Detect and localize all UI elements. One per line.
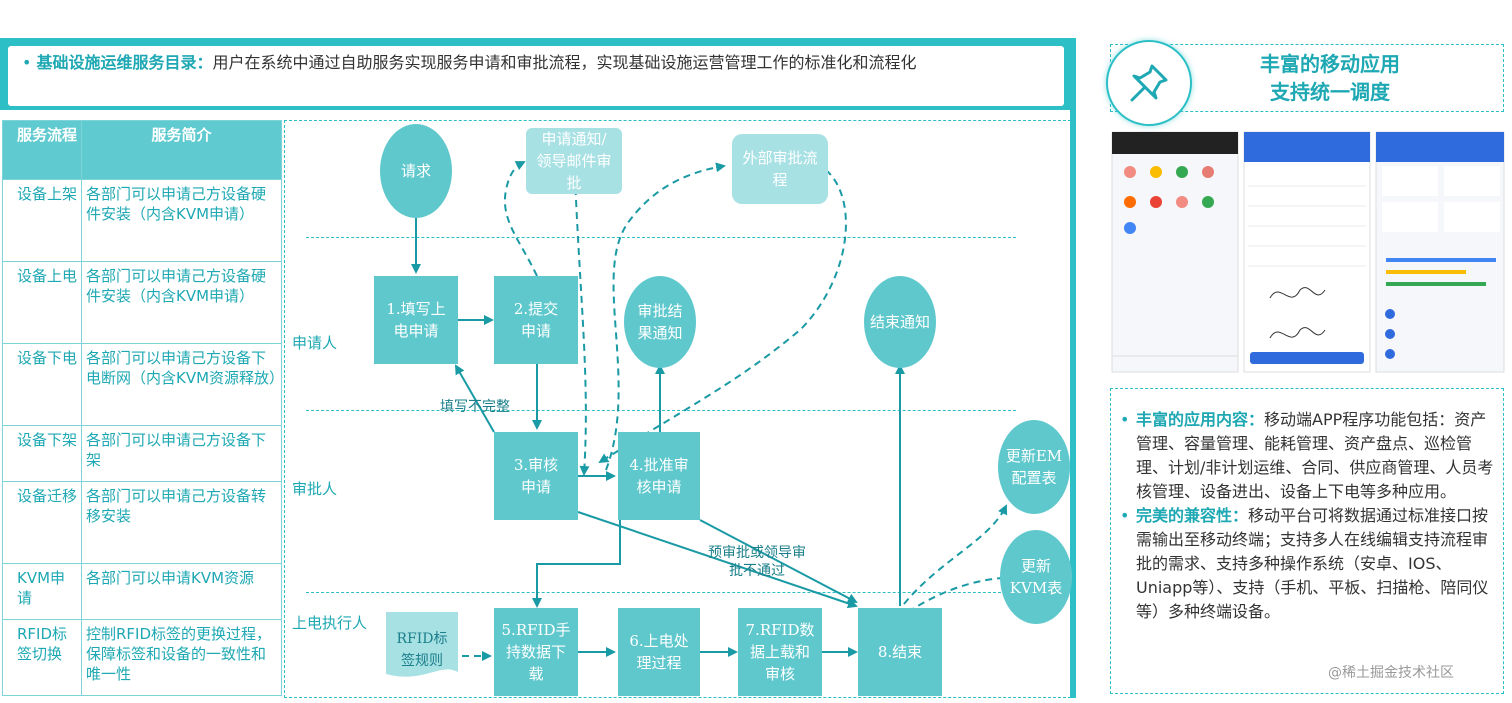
list-item: • 完美的兼容性：移动平台可将数据通过标准接口按需输出至移动终端；支持多人在线编… — [1120, 504, 1498, 624]
table-row: 设备上架各部门可以申请己方设备硬件安装（内含KVM申请） — [2, 179, 282, 262]
node-update-kvm: 更新KVM表 — [1000, 530, 1072, 624]
edge-notify-step3 — [574, 175, 590, 476]
edge-step4-step5 — [532, 520, 621, 608]
frame-edge — [1070, 38, 1076, 698]
node-approval-notice: 审批结果通知 — [624, 276, 696, 368]
list-item: • 丰富的应用内容：移动端APP程序功能包括：资产管理、容量管理、能耗管理、资产… — [1120, 408, 1498, 504]
row-name: 设备上电 — [2, 261, 82, 344]
intro-title: 基础设施运维服务目录： — [36, 53, 213, 72]
feature-text: 移动端APP程序功能包括：资产管理、容量管理、能耗管理、资产盘点、巡检管理、计划… — [1136, 410, 1494, 501]
lane-approver: 审批人 — [292, 480, 338, 498]
bullet-dot: • — [22, 53, 32, 72]
edge-step8-kvm — [907, 572, 1032, 613]
mobile-title-line2: 支持统一调度 — [1270, 80, 1390, 104]
node-end-notice: 结束通知 — [864, 276, 936, 368]
edge-step3-external — [605, 162, 726, 471]
lane-executor: 上电执行人 — [292, 614, 368, 632]
edge-step3-step8 — [577, 511, 858, 609]
edge-step8-em — [903, 504, 1008, 605]
flow-diagram-frame — [284, 120, 1076, 698]
edge-step3-step1 — [455, 364, 495, 433]
row-desc: 控制RFID标签的更换过程，保障标签和设备的一致性和唯一性 — [81, 619, 282, 696]
node-step7: 7.RFID数据上载和审核 — [738, 608, 822, 696]
lane-applicant: 申请人 — [292, 334, 338, 352]
table-row: 设备上电各部门可以申请己方设备硬件安装（内含KVM申请） — [2, 261, 282, 344]
table-row: RFID标签切换控制RFID标签的更换过程，保障标签和设备的一致性和唯一性 — [2, 619, 282, 696]
node-step6: 6.上电处理过程 — [618, 608, 700, 696]
feature-text: 移动平台可将数据通过标准接口按需输出至移动终端；支持多人在线编辑支持流程审批的需… — [1136, 506, 1489, 621]
row-desc: 各部门可以申请己方设备下电断网（内含KVM资源释放） — [81, 343, 284, 426]
node-request: 请求 — [380, 124, 452, 218]
service-table: 服务流程 服务简介 设备上架各部门可以申请己方设备硬件安装（内含KVM申请） 设… — [2, 120, 284, 696]
row-name: RFID标签切换 — [2, 619, 82, 696]
row-desc: 各部门可以申请己方设备下架 — [81, 425, 282, 482]
row-desc: 各部门可以申请己方设备硬件安装（内含KVM申请） — [81, 261, 282, 344]
edge-step4-step8 — [699, 519, 858, 603]
edge-label-rejected: 预审批或领导审批不通过 — [708, 545, 806, 579]
intro-box — [8, 46, 1064, 106]
node-step2: 2.提交申请 — [494, 276, 578, 364]
row-desc: 各部门可以申请己方设备硬件安装（内含KVM申请） — [81, 179, 282, 262]
bullet-dot: • — [1120, 506, 1130, 525]
pin-badge — [1106, 40, 1192, 126]
document-shape — [386, 612, 458, 677]
mobile-app-screenshots — [1111, 131, 1505, 373]
node-notify-mail: 申请通知/领导邮件审批 — [526, 128, 622, 194]
feature-title: 丰富的应用内容： — [1136, 410, 1265, 429]
lane-divider — [306, 237, 1016, 238]
node-update-em: 更新EM配置表 — [998, 420, 1070, 514]
node-step1: 1.填写上电申请 — [374, 276, 458, 364]
edge-label-incomplete: 填写不完整 — [440, 399, 510, 415]
row-name: KVM申请 — [2, 563, 82, 620]
table-row: 设备下架各部门可以申请己方设备下架 — [2, 425, 282, 482]
node-step8: 8.结束 — [858, 608, 942, 696]
feature-list: • 丰富的应用内容：移动端APP程序功能包括：资产管理、容量管理、能耗管理、资产… — [1120, 408, 1498, 624]
row-name: 设备下架 — [2, 425, 82, 482]
pin-icon — [1130, 64, 1168, 102]
node-step5: 5.RFID手持数据下载 — [494, 608, 578, 696]
edge-external-step3 — [598, 169, 847, 464]
table-row: 设备下电各部门可以申请己方设备下电断网（内含KVM资源释放） — [2, 343, 284, 426]
bullet-dot: • — [1120, 410, 1130, 429]
node-rfid-rule: RFID标签规则 — [396, 631, 448, 669]
node-step3: 3.审核申请 — [494, 432, 578, 520]
table-row: KVM申请各部门可以申请KVM资源 — [2, 563, 282, 620]
row-name: 设备下电 — [2, 343, 82, 426]
node-step4: 4.批准审核申请 — [618, 432, 700, 520]
node-external-approval: 外部审批流程 — [732, 134, 828, 204]
lane-divider — [306, 592, 1016, 593]
mobile-title: 丰富的移动应用 支持统一调度 — [1180, 50, 1480, 106]
feature-title: 完美的兼容性： — [1136, 506, 1249, 525]
edge-step2-notify — [503, 161, 538, 277]
row-desc: 各部门可以申请KVM资源 — [81, 563, 282, 620]
row-desc: 各部门可以申请己方设备转移安装 — [81, 481, 282, 564]
mobile-title-line1: 丰富的移动应用 — [1260, 52, 1400, 76]
features-box — [1110, 388, 1504, 694]
watermark: @稀土掘金技术社区 — [1328, 665, 1454, 681]
intro-body: 用户在系统中通过自助服务实现服务申请和审批流程，实现基础设施运营管理工作的标准化… — [212, 53, 917, 72]
intro-text: • 基础设施运维服务目录：用户在系统中通过自助服务实现服务申请和审批流程，实现基… — [22, 50, 1052, 76]
